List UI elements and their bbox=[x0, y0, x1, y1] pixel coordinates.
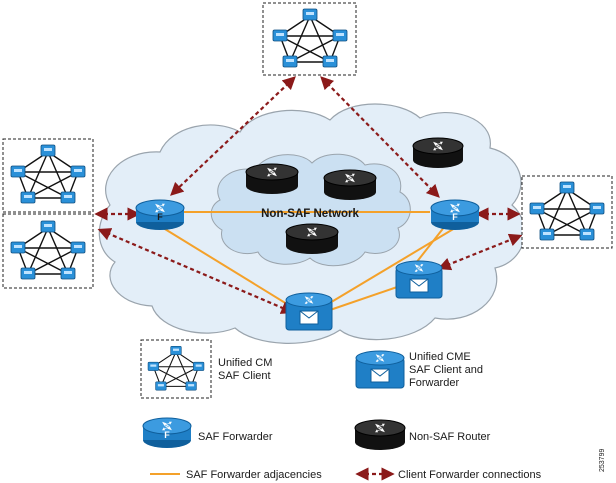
legend-saf-forwarder-icon: F bbox=[142, 417, 192, 448]
legend-non-saf-router-icon bbox=[354, 419, 406, 450]
cme-router-right bbox=[395, 260, 443, 299]
legend-non-saf-router-label: Non-SAF Router bbox=[409, 431, 491, 443]
legend-adjacencies-label: SAF Forwarder adjacencies bbox=[186, 469, 322, 481]
legend-client-connections-label: Client Forwarder connections bbox=[398, 469, 542, 481]
legend-unified-cm-label: Unified CM SAF Client bbox=[218, 357, 275, 382]
legend-unified-cm-line-1: Unified CM bbox=[218, 357, 272, 369]
forwarder-badge: F bbox=[157, 212, 163, 222]
forwarder-badge: F bbox=[164, 430, 170, 440]
saf-forwarder-left: F bbox=[135, 199, 185, 230]
legend: Unified CM SAF Client Unified CME SAF Cl… bbox=[140, 339, 542, 481]
legend-saf-forwarder-label: SAF Forwarder bbox=[198, 431, 273, 443]
client-connections bbox=[94, 76, 523, 314]
cm-cluster-top bbox=[262, 2, 357, 76]
forwarder-badge: F bbox=[452, 212, 458, 222]
figure-id: 253799 bbox=[599, 449, 606, 472]
legend-cm-icon bbox=[140, 339, 212, 399]
legend-cme-icon bbox=[355, 350, 405, 389]
router-icon bbox=[285, 223, 339, 254]
cm-cluster-left-1 bbox=[2, 138, 94, 213]
cme-router-bottom bbox=[285, 292, 333, 331]
router-icon bbox=[412, 137, 464, 168]
legend-unified-cme-line-3: Forwarder bbox=[409, 377, 459, 389]
legend-unified-cm-line-2: SAF Client bbox=[218, 370, 271, 382]
legend-unified-cme-label: Unified CME SAF Client and Forwarder bbox=[409, 351, 486, 389]
legend-unified-cme-line-1: Unified CME bbox=[409, 351, 471, 363]
legend-unified-cme-line-2: SAF Client and bbox=[409, 364, 483, 376]
cm-cluster-left-2 bbox=[2, 213, 94, 289]
black-routers bbox=[245, 137, 464, 254]
network-label: Non-SAF Network bbox=[261, 208, 359, 220]
router-icon bbox=[245, 163, 299, 194]
router-icon bbox=[323, 169, 377, 200]
saf-forwarder-right: F bbox=[430, 199, 480, 230]
cm-cluster-right bbox=[521, 175, 613, 249]
